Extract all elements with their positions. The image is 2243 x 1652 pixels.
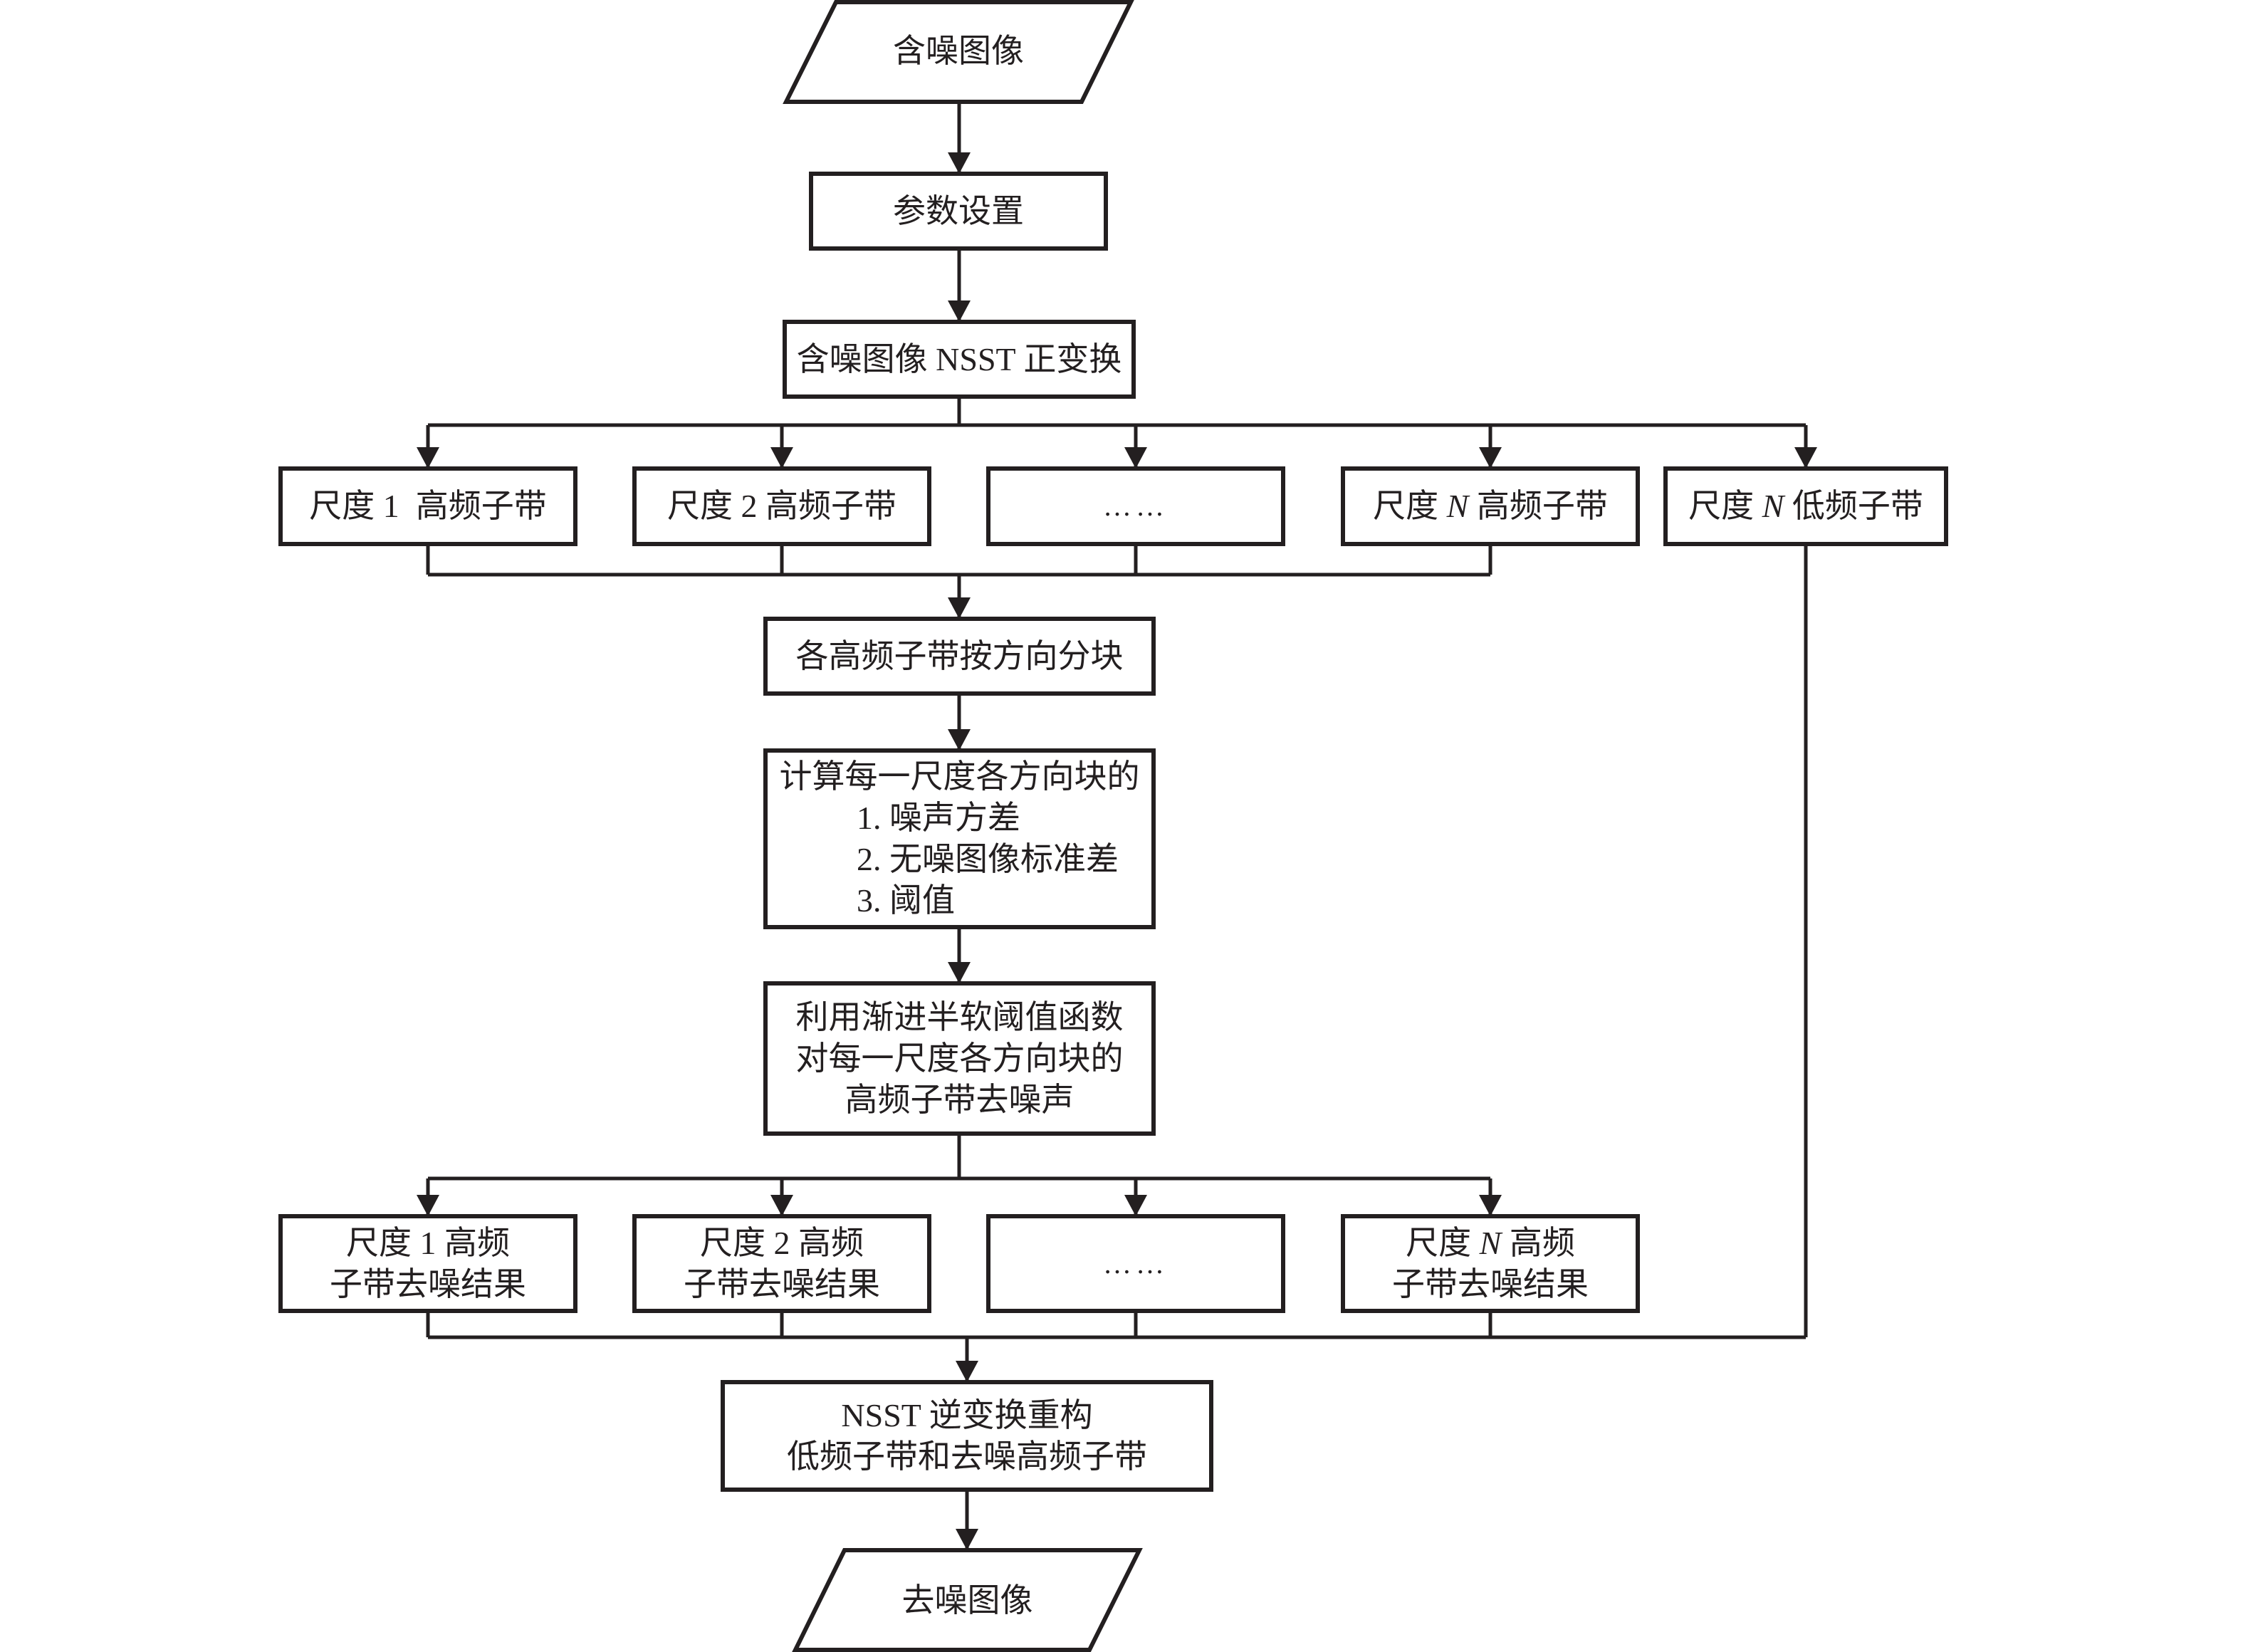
output-image-label: 去噪图像	[901, 1582, 1033, 1619]
scale1-high-box	[278, 466, 577, 546]
node-compute: 计算每一尺度各方向块的 1. 噪声方差 2. 无噪图像标准差 3. 阈值	[765, 751, 1154, 927]
denoise-label-line3: 高频子带去噪声	[845, 1081, 1075, 1118]
arrow-result-branch-3	[1479, 1195, 1502, 1216]
param-setting-box	[809, 172, 1108, 251]
scale1-result-line1: 尺度 1 高频	[346, 1224, 510, 1261]
compute-item-clean-std: 2. 无噪图像标准差	[857, 841, 1119, 877]
compute-item-noise-variance: 1. 噪声方差	[857, 800, 1020, 836]
scale1-result-line2: 子带去噪结果	[330, 1265, 526, 1302]
nsst-forward-label: 含噪图像 NSST 正变换	[796, 340, 1122, 377]
node-scaleN-result: 尺度 N 高频 子带去噪结果	[1343, 1216, 1638, 1311]
arrow-result-branch-1	[770, 1195, 793, 1216]
node-nsst-inverse: NSST 逆变换重构 低频子带和去噪高频子带	[723, 1382, 1211, 1490]
arrow-merge-to-blocks	[948, 597, 971, 619]
arrow-branch-3	[1479, 447, 1502, 469]
input-image-parallelogram	[783, 0, 1134, 104]
arrow-branch-0	[417, 447, 439, 469]
denoise-label-line1: 利用渐进半软阈值函数	[795, 998, 1124, 1035]
output-image-parallelogram	[792, 1548, 1143, 1652]
arrow-inverse-to-output	[956, 1529, 978, 1550]
scaleN-result-line2: 子带去噪结果	[1392, 1265, 1589, 1302]
arrow-branch-1	[770, 447, 793, 469]
compute-item-threshold: 3. 阈值	[857, 882, 955, 919]
arrow-blocks-to-compute	[948, 729, 971, 751]
node-nsst-forward: 含噪图像 NSST 正变换	[785, 322, 1134, 397]
param-setting-label: 参数设置	[893, 192, 1024, 229]
arrow-compute-to-denoise	[948, 962, 971, 983]
arrow-branch-low	[1794, 447, 1817, 469]
scale2-result-line1: 尺度 2 高频	[700, 1224, 864, 1261]
node-input-image: 含噪图像	[786, 0, 1131, 102]
scaleN-high-label: 尺度 N 高频子带	[1373, 488, 1608, 524]
scale1-high-label: 尺度 1 高频子带	[309, 488, 547, 524]
directional-blocks-box	[763, 617, 1156, 696]
scaleN-low-box	[1663, 466, 1948, 546]
node-scale1-result: 尺度 1 高频 子带去噪结果	[281, 1216, 575, 1311]
scale2-result-box	[632, 1214, 931, 1313]
scale2-high-box	[632, 466, 931, 546]
arrow-input-to-param	[948, 152, 971, 174]
node-ellipsis-bottom: ……	[988, 1216, 1283, 1311]
compute-label-heading: 计算每一尺度各方向块的	[779, 758, 1140, 795]
node-scaleN-low: 尺度 N 低频子带	[1666, 469, 1946, 544]
arrow-param-to-forward	[948, 300, 971, 322]
scaleN-high-box	[1341, 466, 1640, 546]
scaleN-result-line1: 尺度 N 高频	[1406, 1224, 1575, 1261]
arrow-result-branch-0	[417, 1195, 439, 1216]
scale2-result-line2: 子带去噪结果	[684, 1265, 880, 1302]
nsst-inverse-box	[721, 1380, 1213, 1492]
node-output-image: 去噪图像	[795, 1550, 1139, 1651]
nsst-inverse-line1: NSST 逆变换重构	[841, 1396, 1093, 1433]
node-directional-blocks: 各高频子带按方向分块	[765, 619, 1154, 694]
ellipsis-bottom-label: ……	[1103, 1247, 1168, 1280]
node-ellipsis-top: ……	[988, 469, 1283, 544]
node-scaleN-high: 尺度 N 高频子带	[1343, 469, 1638, 544]
input-image-label: 含噪图像	[893, 32, 1024, 69]
node-denoise: 利用渐进半软阈值函数 对每一尺度各方向块的 高频子带去噪声	[765, 983, 1154, 1134]
node-scale1-high: 尺度 1 高频子带	[281, 469, 575, 544]
node-param-setting: 参数设置	[811, 174, 1106, 249]
arrow-branch-2	[1124, 447, 1147, 469]
nsst-inverse-line2: 低频子带和去噪高频子带	[787, 1438, 1147, 1475]
compute-box	[763, 748, 1156, 929]
ellipsis-top-label: ……	[1103, 490, 1168, 522]
arrow-merge-to-inverse	[956, 1361, 978, 1382]
scale1-result-box	[278, 1214, 577, 1313]
arrow-result-branch-2	[1124, 1195, 1147, 1216]
node-scale2-result: 尺度 2 高频 子带去噪结果	[634, 1216, 929, 1311]
ellipsis-bottom-box	[986, 1214, 1285, 1313]
node-scale2-high: 尺度 2 高频子带	[634, 469, 929, 544]
directional-blocks-label: 各高频子带按方向分块	[795, 637, 1124, 674]
denoise-label-line2: 对每一尺度各方向块的	[795, 1040, 1124, 1077]
scale2-high-label: 尺度 2 高频子带	[667, 488, 896, 524]
scaleN-low-label: 尺度 N 低频子带	[1688, 488, 1923, 524]
